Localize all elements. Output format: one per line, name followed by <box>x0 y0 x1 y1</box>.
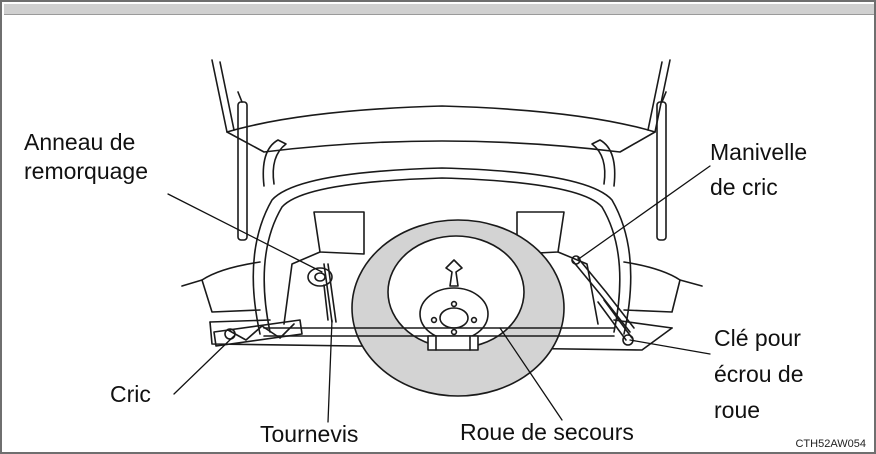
trunk-lid <box>211 59 671 153</box>
lid-hinges <box>262 139 616 187</box>
label-towing-eye-line-1: Anneau de <box>24 129 136 155</box>
lid-struts <box>237 91 667 241</box>
leader-lines <box>167 165 711 423</box>
trunk-opening <box>252 167 632 335</box>
label-jack-handle-line-2: de cric <box>710 174 778 200</box>
screwdriver <box>323 263 337 323</box>
header-bar <box>4 4 874 15</box>
floor-rails <box>263 327 615 351</box>
label-wrench-line-1: Clé pour <box>714 325 801 351</box>
label-towing-eye-line-2: remorquage <box>24 158 149 184</box>
label-spare-tire: Roue de secours <box>460 419 634 445</box>
label-wrench-line-2: écrou de <box>714 361 804 387</box>
label-jack-handle-line-1: Manivelle <box>710 139 808 165</box>
spare-tire <box>351 219 565 397</box>
label-screwdriver: Tournevis <box>260 421 359 447</box>
jack-handle <box>571 255 635 333</box>
label-jack: Cric <box>110 381 151 407</box>
label-wrench-line-3: roue <box>714 397 761 423</box>
figure-code: CTH52AW054 <box>795 438 866 450</box>
body-sides <box>181 261 703 313</box>
